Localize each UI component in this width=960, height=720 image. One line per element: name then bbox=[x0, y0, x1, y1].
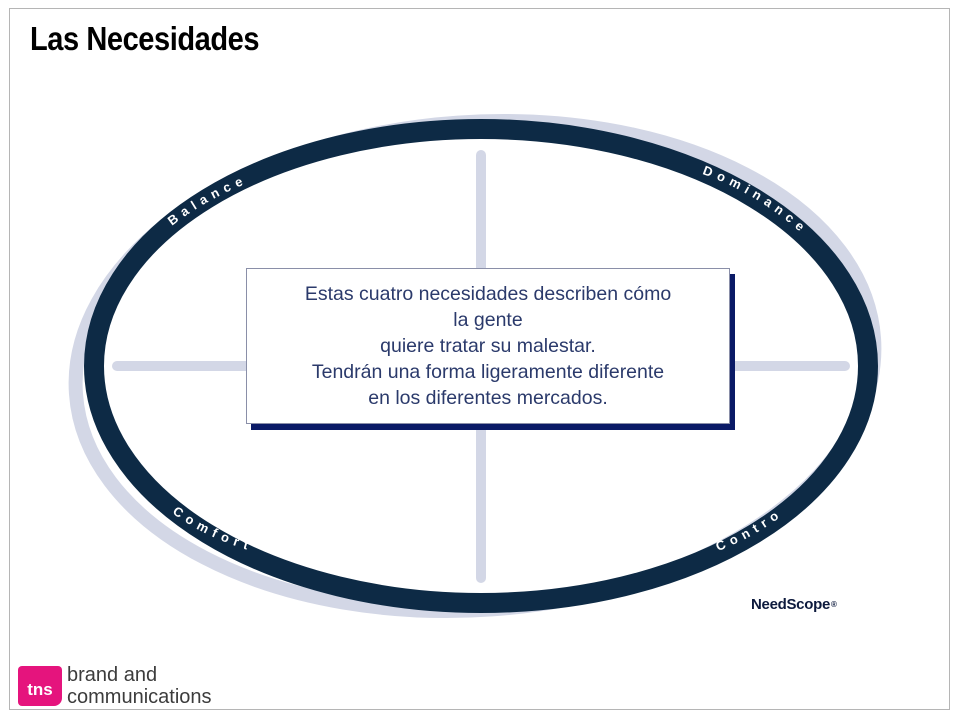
message-line: en los diferentes mercados. bbox=[368, 387, 608, 409]
tns-tagline: brand and communications bbox=[67, 664, 212, 708]
tagline-line-2: communications bbox=[67, 686, 212, 708]
message-line: la gente bbox=[453, 309, 523, 331]
tagline-line-1: brand and bbox=[67, 664, 158, 686]
slide-title: Las Necesidades bbox=[30, 20, 260, 57]
slide-frame bbox=[9, 8, 950, 710]
needscope-logo: NeedScope® bbox=[751, 594, 837, 614]
needscope-logo-text: NeedScope bbox=[751, 595, 830, 613]
quadrant-label-balance: Balance bbox=[165, 172, 250, 229]
registered-mark: ® bbox=[831, 599, 837, 609]
message-line: Tendrán una forma ligeramente diferente bbox=[311, 361, 665, 383]
tns-logo: tns bbox=[18, 666, 62, 706]
message-box: Estas cuatro necesidades describen cómo … bbox=[246, 268, 730, 424]
message-line: Estas cuatro necesidades describen cómo bbox=[304, 283, 672, 305]
needs-ellipse bbox=[84, 119, 878, 613]
message-line: quiere tratar su malestar. bbox=[380, 335, 596, 357]
